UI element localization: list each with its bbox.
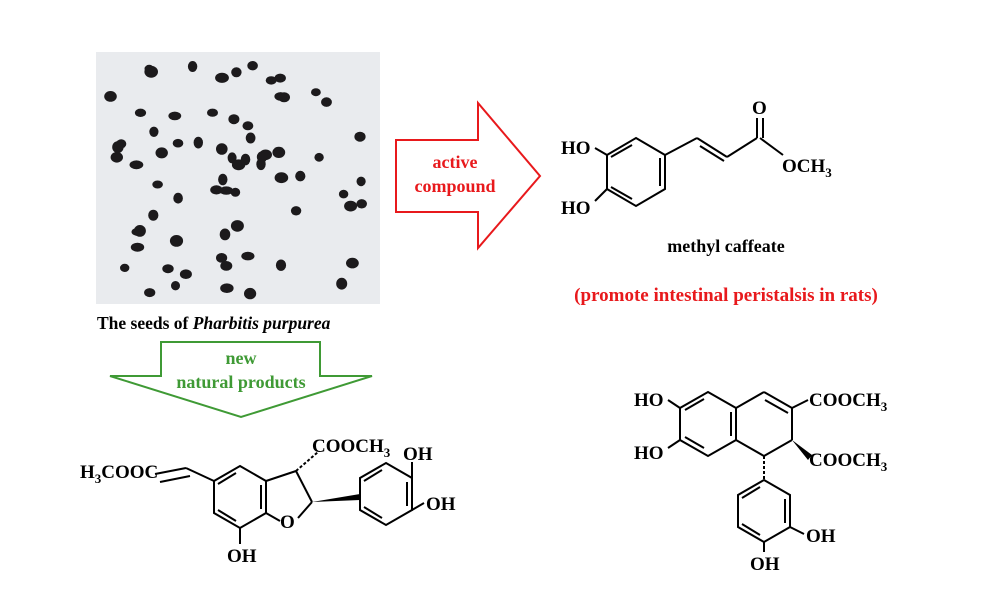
seed xyxy=(321,97,332,107)
seed xyxy=(134,108,147,117)
seed xyxy=(314,152,324,162)
seed xyxy=(219,186,234,195)
seed xyxy=(215,72,229,83)
seed xyxy=(130,242,145,252)
seed xyxy=(220,283,234,293)
seed xyxy=(242,121,254,131)
seed xyxy=(193,136,203,149)
seed xyxy=(129,160,144,170)
arrow-right-line1: active xyxy=(433,152,478,172)
seed xyxy=(241,251,255,261)
seed xyxy=(265,76,277,85)
seed xyxy=(169,235,184,247)
photo-caption-species: Pharbitis purpurea xyxy=(192,313,331,333)
seed xyxy=(162,264,174,274)
seed xyxy=(179,269,192,279)
seed xyxy=(220,261,233,271)
seed xyxy=(168,111,182,121)
seed xyxy=(290,206,302,216)
seed xyxy=(207,108,218,117)
methyl-caffeate-structure xyxy=(594,118,784,208)
seed xyxy=(311,88,321,97)
seed xyxy=(218,173,228,186)
benzofuran-h3cooc: H3COOC xyxy=(80,462,158,486)
photo-caption: The seeds of Pharbitis purpurea xyxy=(97,313,330,334)
caffeate-carbonyl-o: O xyxy=(752,98,767,119)
seed xyxy=(216,143,228,155)
wedge-bond-left xyxy=(312,494,360,502)
seed xyxy=(149,126,159,137)
seed xyxy=(112,141,124,154)
seed xyxy=(171,281,180,291)
seed xyxy=(338,189,349,199)
seed xyxy=(187,61,198,72)
seed xyxy=(120,263,130,272)
seed xyxy=(216,253,228,263)
seed xyxy=(219,228,231,241)
seed xyxy=(144,288,156,298)
seed xyxy=(110,152,123,163)
seed xyxy=(354,131,366,142)
seed xyxy=(346,257,359,269)
seed xyxy=(155,147,168,159)
naph-ho-top: HO xyxy=(634,390,664,411)
seed xyxy=(144,64,154,73)
caffeate-ho2: HO xyxy=(561,198,591,219)
arrow-down-line1: new xyxy=(226,348,257,368)
benzofuran-oh-bottom: OH xyxy=(227,546,257,567)
seed xyxy=(244,287,257,300)
seed xyxy=(230,220,244,232)
seed xyxy=(356,199,368,209)
seed xyxy=(356,176,366,187)
naph-ho-bottom: HO xyxy=(634,443,664,464)
seed xyxy=(245,132,256,144)
arrow-right-line2: compound xyxy=(414,176,495,196)
arrow-down-line2: natural products xyxy=(176,372,305,392)
seed xyxy=(259,149,272,161)
compound-name: methyl caffeate xyxy=(667,236,784,256)
caffeate-och3: OCH3 xyxy=(782,156,832,180)
new-natural-products-arrow xyxy=(109,341,373,419)
photo-caption-prefix: The seeds of xyxy=(97,313,193,333)
naph-oh-right: OH xyxy=(806,526,836,547)
naph-cooch3-bottom: COOCH3 xyxy=(809,450,888,474)
seeds-image xyxy=(104,61,368,300)
seed xyxy=(247,61,258,71)
naph-oh-bottom: OH xyxy=(750,554,780,575)
benzofuran-structure xyxy=(154,451,425,544)
benzofuran-oh-right: OH xyxy=(426,494,456,515)
seed xyxy=(173,192,183,204)
seed xyxy=(256,158,266,171)
seed xyxy=(148,209,159,221)
seed xyxy=(272,146,286,158)
seed-photo xyxy=(96,52,380,304)
seed xyxy=(295,170,306,182)
seed xyxy=(152,180,163,189)
benzofuran-ring-o: O xyxy=(280,512,295,533)
seed xyxy=(231,159,246,171)
seed xyxy=(133,225,146,237)
wedge-bond-right xyxy=(792,440,812,460)
seed xyxy=(274,73,286,83)
seed xyxy=(104,91,117,102)
seed xyxy=(231,67,242,78)
seed xyxy=(210,185,223,195)
seed xyxy=(228,114,240,125)
benzofuran-oh-top: OH xyxy=(403,444,433,465)
seed xyxy=(274,92,287,101)
seed xyxy=(274,172,289,184)
seed xyxy=(344,200,358,212)
seed xyxy=(336,277,348,290)
benzofuran-cooch3: COOCH3 xyxy=(312,436,391,460)
seed xyxy=(172,138,184,148)
active-compound-arrow xyxy=(395,100,542,251)
caffeate-ho1: HO xyxy=(561,138,591,159)
seed xyxy=(275,259,287,271)
dihydronaphthalene-structure xyxy=(667,390,809,552)
compound-activity: (promote intestinal peristalsis in rats) xyxy=(574,285,878,306)
naph-cooch3-top: COOCH3 xyxy=(809,390,888,414)
